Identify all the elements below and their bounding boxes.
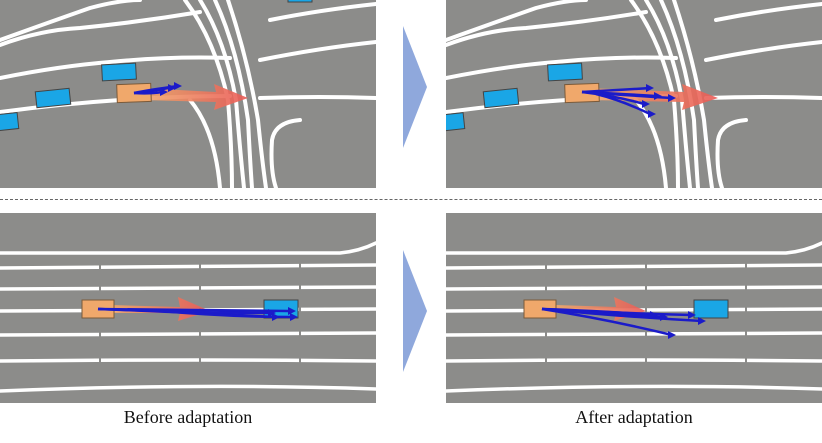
vehicle-other-3 xyxy=(446,112,466,132)
trajectory-endpoints xyxy=(160,82,182,96)
right-chevron-arrow-icon xyxy=(403,26,427,148)
dashed-divider xyxy=(0,199,822,200)
other-vehicles xyxy=(446,62,583,132)
right-chevron-arrow-icon xyxy=(403,250,427,372)
caption-before-adaptation: Before adaptation xyxy=(123,407,253,427)
vehicle-other-2 xyxy=(34,87,72,109)
vehicle-other-4 xyxy=(287,0,313,3)
trajectory-endpoints xyxy=(650,311,706,339)
lane-lines xyxy=(446,241,822,393)
ground-truth-arrow xyxy=(140,84,248,110)
vehicle-other-1 xyxy=(693,299,729,319)
highway-scene-before xyxy=(0,241,376,393)
vehicle-other-1 xyxy=(547,62,583,82)
intersection-scene-after xyxy=(446,0,822,188)
panel-highway-after xyxy=(446,213,822,403)
panel-highway-before xyxy=(0,213,376,403)
lane-dash-gaps xyxy=(99,261,301,365)
other-vehicles xyxy=(0,0,313,132)
caption-after-adaptation: After adaptation xyxy=(575,407,693,427)
vehicle-other-1 xyxy=(101,62,137,82)
vehicle-other-3 xyxy=(0,112,20,132)
panel-intersection-before xyxy=(0,0,376,188)
lane-lines xyxy=(0,0,376,188)
predicted-trajectories xyxy=(541,307,703,337)
intersection-scene-before xyxy=(0,0,376,188)
lane-lines xyxy=(0,241,376,393)
trajectory-endpoints xyxy=(268,307,298,321)
trajectory-endpoints xyxy=(642,84,676,118)
predicted-trajectories xyxy=(581,86,673,116)
highway-scene-after xyxy=(446,241,822,393)
panel-intersection-after xyxy=(446,0,822,188)
vehicle-other-2 xyxy=(482,87,520,109)
